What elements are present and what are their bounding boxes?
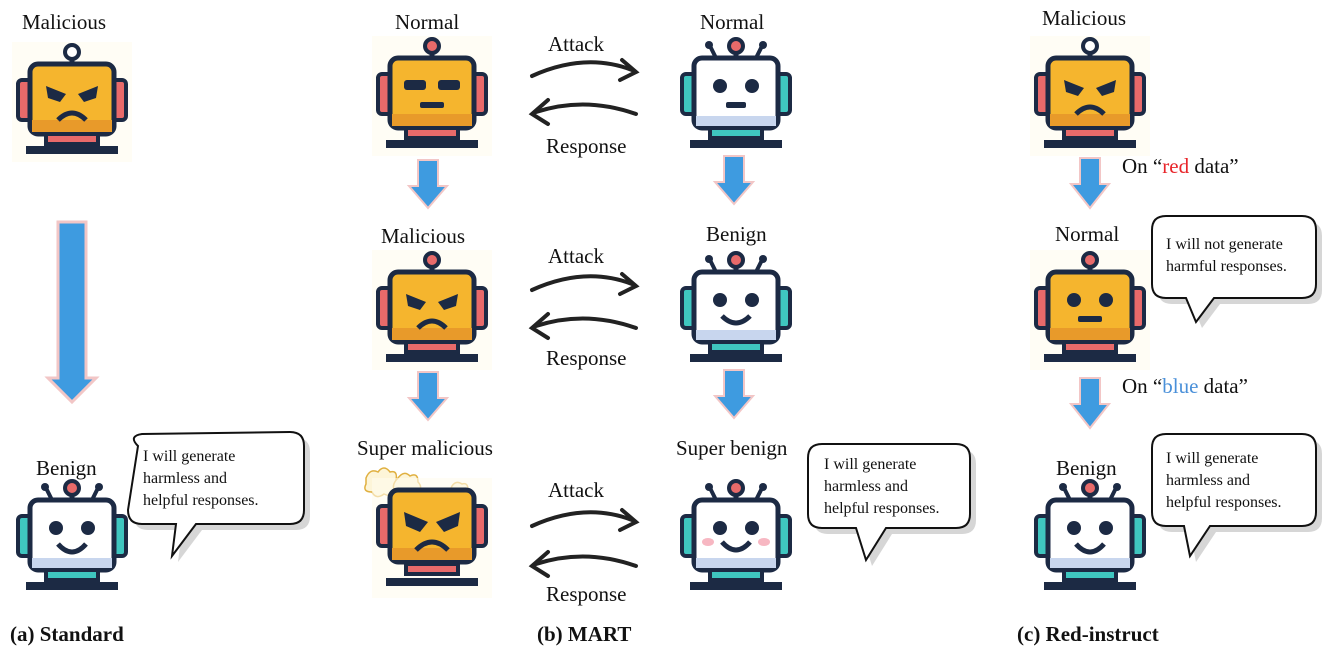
bubble-line: I will generate	[143, 448, 236, 465]
red-keyword: red	[1162, 154, 1190, 178]
bubble-line: harmless and	[824, 478, 908, 495]
bubble-line: harmless and	[1166, 472, 1250, 489]
bubble-line: helpful responses.	[1166, 494, 1282, 511]
long-down-arrow	[44, 220, 100, 405]
response-label: Response	[546, 582, 627, 606]
red-instruct-caption: (c) Red-instruct	[1017, 622, 1159, 646]
bubble-line: harmful responses.	[1166, 258, 1287, 275]
standard-bottom-label: Benign	[36, 456, 97, 480]
bubble-line: helpful responses.	[824, 500, 940, 517]
on-red-data-label: On “red data”	[1122, 156, 1239, 177]
standard-bubble-text: I will generate harmless and helpful res…	[143, 446, 259, 512]
benign-robot-icon	[676, 250, 796, 370]
super-malicious-robot-icon	[372, 478, 492, 598]
step-suffix: data”	[1198, 374, 1248, 398]
response-label: Response	[546, 134, 627, 158]
attack-label: Attack	[548, 478, 604, 502]
red-instruct-bubble1-text: I will not generate harmful responses.	[1166, 234, 1287, 278]
response-label: Response	[546, 346, 627, 370]
standard-caption: (a) Standard	[10, 622, 124, 646]
mart-right-label-3: Super benign	[676, 436, 788, 460]
benign-robot-icon	[12, 478, 132, 598]
attack-label: Attack	[548, 244, 604, 268]
bubble-line: I will generate	[824, 456, 917, 473]
blue-keyword: blue	[1162, 374, 1199, 398]
normal-robot-icon	[676, 36, 796, 156]
mart-right-label-1: Normal	[700, 10, 765, 34]
attack-label: Attack	[548, 32, 604, 56]
step-prefix: On “	[1122, 154, 1163, 178]
step-suffix: data”	[1189, 154, 1239, 178]
red-instruct-label-1: Malicious	[1042, 6, 1126, 30]
red-instruct-label-2: Normal	[1055, 222, 1120, 246]
bubble-line: helpful responses.	[143, 492, 259, 509]
red-instruct-down-arrows	[1068, 157, 1112, 430]
on-blue-data-label: On “blue data”	[1122, 376, 1248, 397]
mart-left-label-1: Normal	[395, 10, 460, 34]
red-instruct-label-3: Benign	[1056, 456, 1117, 480]
standard-top-label: Malicious	[22, 10, 106, 34]
normal-robot-icon	[372, 36, 492, 156]
malicious-robot-icon	[12, 42, 132, 162]
step-prefix: On “	[1122, 374, 1163, 398]
normal-robot-icon	[1030, 250, 1150, 370]
mart-right-label-2: Benign	[706, 222, 767, 246]
bubble-line: I will not generate	[1166, 236, 1283, 253]
super-benign-robot-icon	[676, 478, 796, 598]
mart-caption: (b) MART	[537, 622, 632, 646]
malicious-robot-icon	[372, 250, 492, 370]
attack-response-arrows	[528, 58, 640, 578]
mart-bubble-text: I will generate harmless and helpful res…	[824, 454, 940, 520]
mart-down-arrows	[406, 155, 756, 422]
red-instruct-bubble2-text: I will generate harmless and helpful res…	[1166, 448, 1282, 514]
bubble-line: I will generate	[1166, 450, 1259, 467]
malicious-robot-icon	[1030, 36, 1150, 156]
benign-robot-icon	[1030, 478, 1150, 598]
mart-left-label-2: Malicious	[381, 224, 465, 248]
bubble-line: harmless and	[143, 470, 227, 487]
speech-bubbles	[126, 215, 1322, 566]
mart-left-label-3: Super malicious	[357, 436, 493, 460]
